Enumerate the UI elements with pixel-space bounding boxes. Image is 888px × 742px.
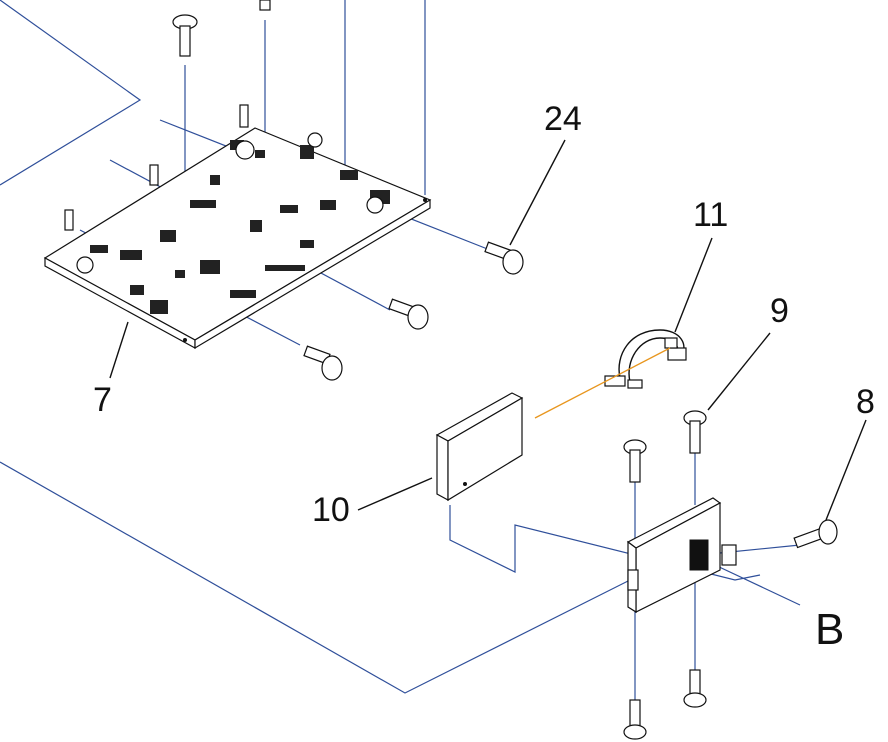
screw-bracket-bottom-right	[683, 669, 707, 708]
storage-module-part-10	[435, 392, 524, 502]
callout-9: 9	[770, 292, 789, 330]
callout-10: 10	[312, 491, 350, 529]
bracket-screws	[623, 410, 838, 740]
screw-right-1	[484, 241, 524, 275]
screw-bracket-side-8	[793, 519, 838, 549]
callout-7: 7	[93, 381, 112, 419]
screw-right-2	[388, 298, 429, 330]
callout-24: 24	[544, 100, 582, 138]
callout-B: B	[815, 605, 845, 654]
screw-top-center	[259, 0, 271, 11]
bracket-part-B	[626, 497, 737, 614]
screw-group-24	[172, 0, 524, 381]
callout-8: 8	[856, 383, 875, 421]
screw-bracket-top-left	[623, 439, 647, 483]
screw-bracket-bottom-left	[623, 699, 647, 740]
screw-top-left	[172, 14, 198, 57]
screw-right-3	[303, 345, 343, 381]
cable-part-11	[604, 329, 687, 389]
circuit-board-part-7	[43, 104, 432, 350]
callout-11: 11	[693, 196, 729, 234]
screw-bracket-top-right-9	[683, 410, 707, 454]
callout-leaders	[109, 139, 867, 521]
